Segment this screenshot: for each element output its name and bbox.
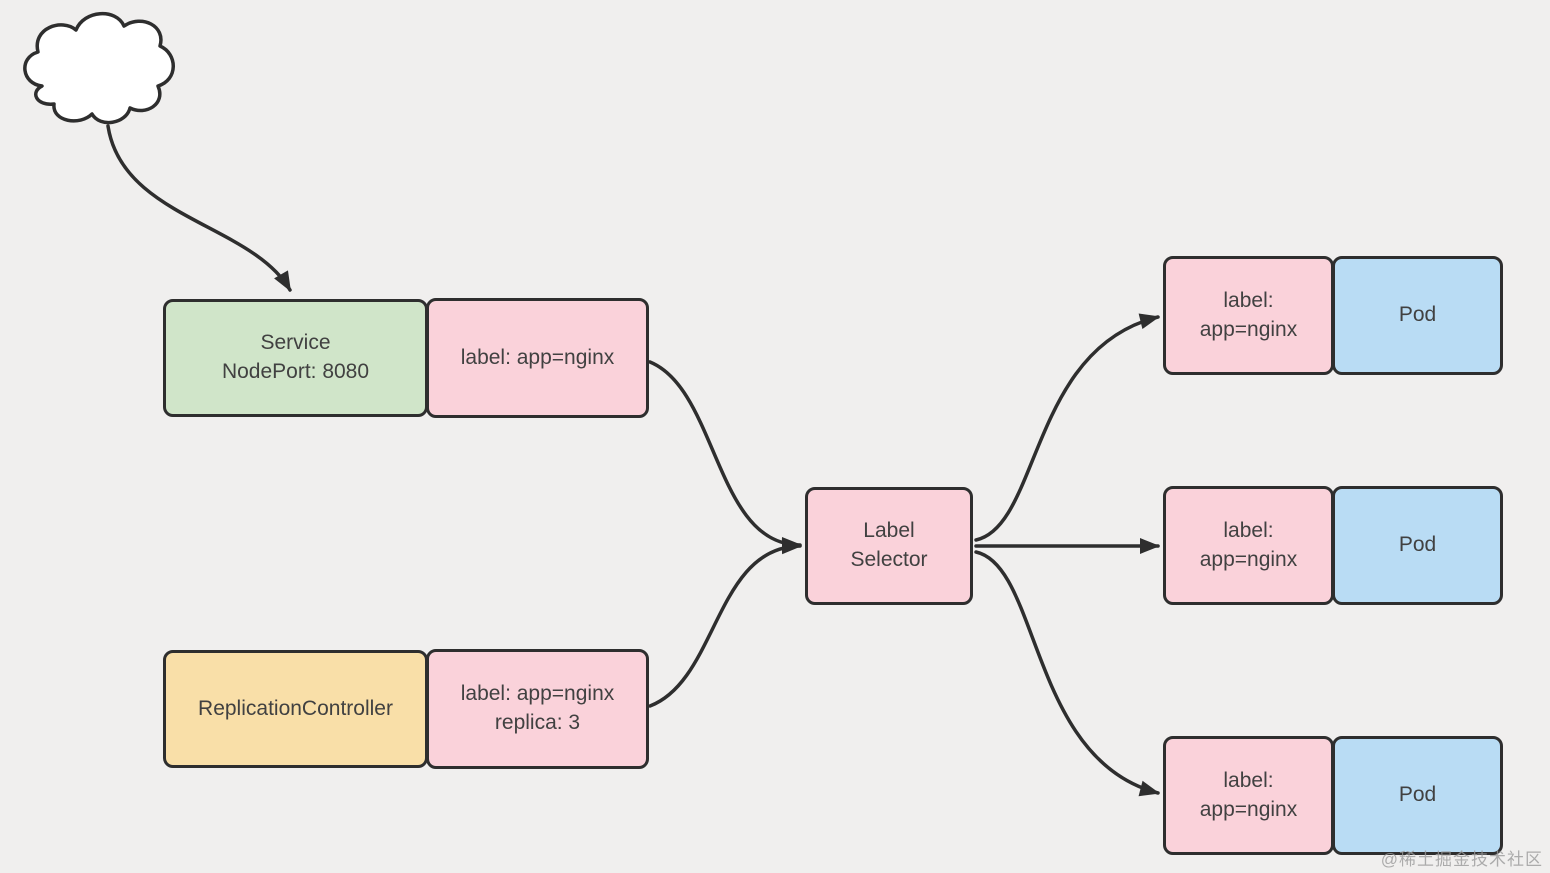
- pod-1-node: Pod: [1332, 256, 1503, 375]
- replication-controller-node: ReplicationController: [163, 650, 428, 768]
- pod-2-label-node: label: app=nginx: [1163, 486, 1334, 605]
- watermark: @稀土掘金技术社区: [1380, 850, 1543, 869]
- pod-2-node: Pod: [1332, 486, 1503, 605]
- arrow-selector-to-pod-1: [974, 313, 1160, 542]
- service-label-node: label: app=nginx: [426, 298, 649, 418]
- label-selector-line1: Label: [863, 519, 915, 543]
- service-node-line1: Service: [260, 331, 331, 355]
- service-node-line2: NodePort: 8080: [221, 360, 370, 383]
- pod-1-label-line1: label:: [1223, 288, 1274, 312]
- pod-1-text: Pod: [1398, 303, 1437, 327]
- pod-1-label-line2: app=nginx: [1199, 317, 1298, 341]
- pod-3-node: Pod: [1332, 736, 1503, 855]
- pod-3-label-line2: app=nginx: [1199, 797, 1298, 821]
- rc-label-line2: replica: 3: [494, 711, 581, 734]
- label-selector-node: Label Selector: [805, 487, 973, 605]
- pod-3-label-line1: label:: [1223, 768, 1274, 792]
- pod-3-text: Pod: [1398, 783, 1437, 807]
- rc-label-node: label: app=nginx replica: 3: [426, 649, 649, 769]
- pod-3-label-node: label: app=nginx: [1163, 736, 1334, 855]
- arrow-cloud-to-service: [106, 124, 292, 292]
- label-selector-line2: Selector: [850, 548, 928, 571]
- service-label-text: label: app=nginx: [460, 345, 615, 369]
- pod-2-label-line2: app=nginx: [1199, 547, 1298, 571]
- arrow-service-label-to-selector: [648, 360, 802, 553]
- pod-1-label-node: label: app=nginx: [1163, 256, 1334, 375]
- service-node: Service NodePort: 8080: [163, 299, 428, 417]
- pod-2-text: Pod: [1398, 533, 1437, 557]
- rc-label-line1: label: app=nginx: [460, 682, 615, 706]
- replication-controller-text: ReplicationController: [198, 696, 393, 720]
- pod-2-label-line1: label:: [1223, 518, 1274, 542]
- cloud-icon: [23, 11, 175, 125]
- arrow-rc-label-to-selector: [648, 538, 802, 708]
- arrow-selector-to-pod-3: [974, 550, 1160, 797]
